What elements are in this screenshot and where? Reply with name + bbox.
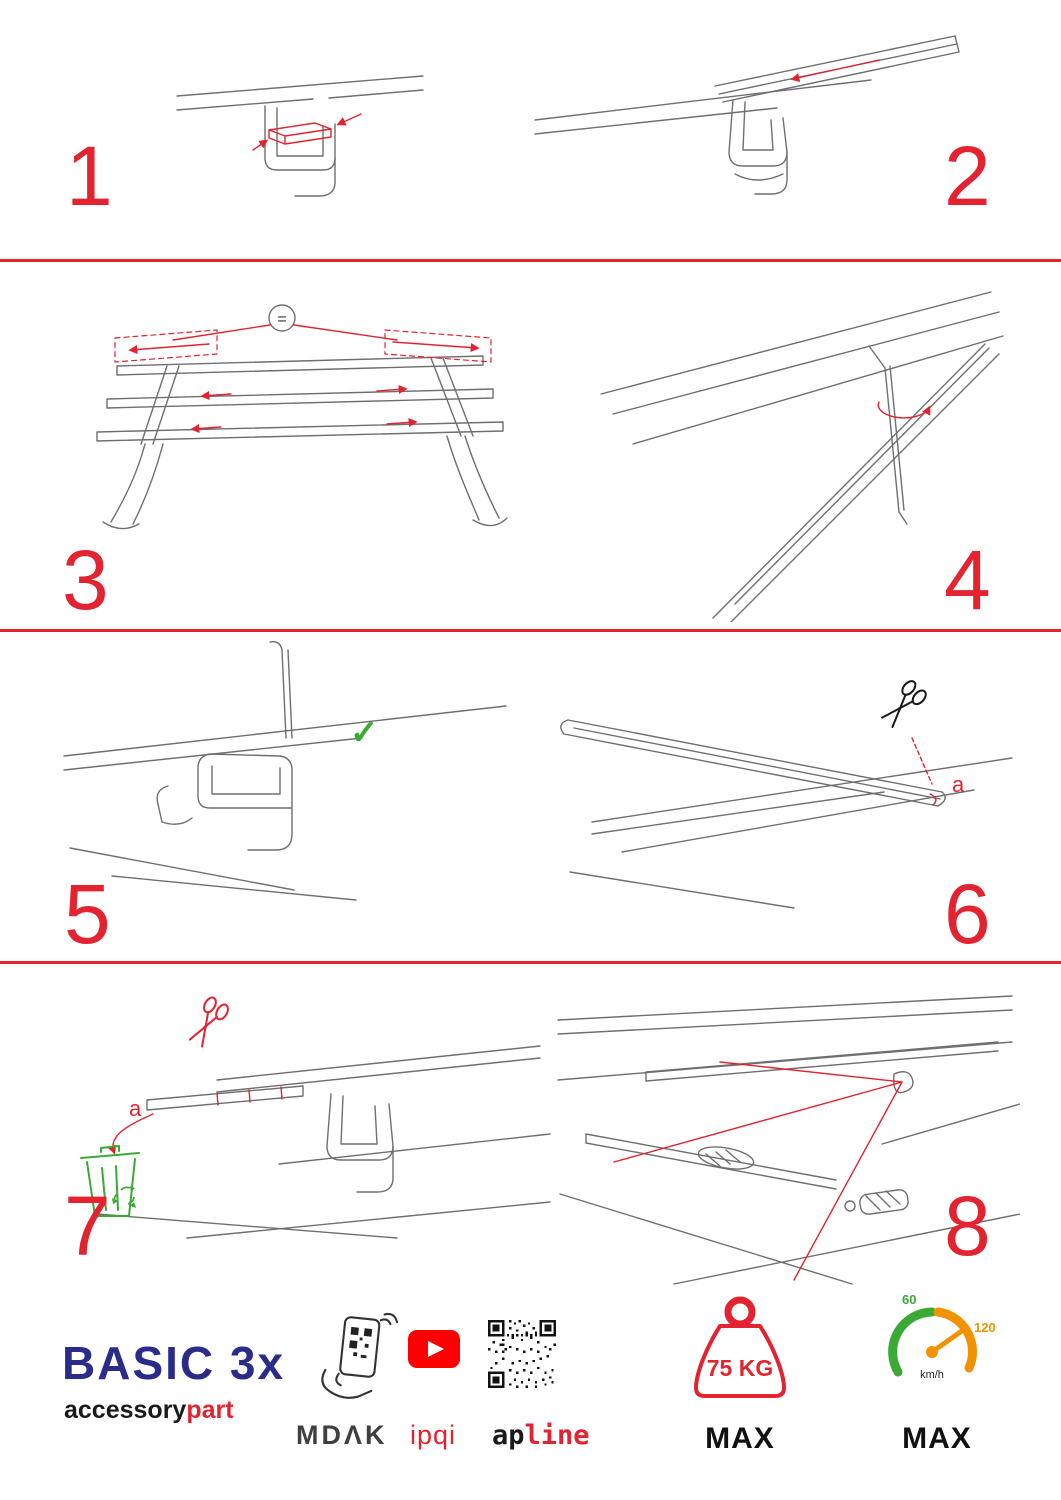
- partner-apline-red: line: [524, 1420, 590, 1451]
- scissors-icon: [188, 996, 229, 1048]
- speedometer-icon: 60 120 km/h: [872, 1290, 1002, 1402]
- step-8-illustration: [550, 982, 1020, 1287]
- step-number-3: 3: [62, 533, 109, 627]
- youtube-icon: [408, 1330, 460, 1368]
- scissors-icon: [881, 680, 927, 729]
- equals-symbol: =: [277, 311, 286, 328]
- step-number-2: 2: [944, 129, 991, 223]
- partner-apline: apline: [492, 1420, 590, 1451]
- step-2-illustration: [525, 22, 965, 232]
- step-4-illustration: [585, 272, 1015, 622]
- recycle-icon: [112, 1186, 136, 1208]
- section-divider: [0, 961, 1061, 964]
- section-divider: [0, 629, 1061, 632]
- partner-ipqi: ipqi: [410, 1420, 457, 1450]
- step-1-illustration: [165, 62, 435, 237]
- step-number-6: 6: [944, 867, 991, 961]
- speed-min-label: 60: [902, 1292, 916, 1307]
- speed-unit-label: km/h: [920, 1369, 944, 1381]
- step-5-illustration: ✓: [50, 636, 520, 906]
- brand-subtitle-black: accessory: [64, 1396, 187, 1424]
- partner-mdak: MDΛK: [296, 1420, 388, 1450]
- cut-label-a: a: [952, 772, 965, 797]
- step-number-5: 5: [64, 867, 111, 961]
- step-number-4: 4: [944, 533, 991, 627]
- partner-apline-black: ap: [492, 1420, 525, 1451]
- weight-limit-icon: 75 KG: [672, 1292, 808, 1407]
- weight-max-label: MAX: [705, 1422, 775, 1455]
- section-divider: [0, 259, 1061, 262]
- step-3-illustration: =: [45, 282, 555, 537]
- step-6-illustration: a: [550, 670, 1020, 910]
- weight-value: 75 KG: [707, 1355, 773, 1381]
- brand-logo: BASIC 3x: [62, 1337, 286, 1389]
- speed-max-tick-label: 120: [974, 1320, 996, 1335]
- step-number-1: 1: [66, 129, 113, 223]
- brand-subtitle: accessorypart: [64, 1396, 234, 1425]
- checkmark-icon: ✓: [350, 714, 379, 752]
- brand-subtitle-red: part: [186, 1396, 234, 1424]
- speed-max-label: MAX: [902, 1422, 972, 1455]
- cut-label-a: a: [129, 1096, 142, 1121]
- step-7-illustration: a: [35, 982, 555, 1242]
- phone-qr-icon: [312, 1312, 398, 1404]
- step-number-7: 7: [64, 1179, 111, 1273]
- qr-on-phone-icon: [349, 1326, 373, 1359]
- step-number-8: 8: [944, 1179, 991, 1273]
- qr-code: [488, 1320, 556, 1388]
